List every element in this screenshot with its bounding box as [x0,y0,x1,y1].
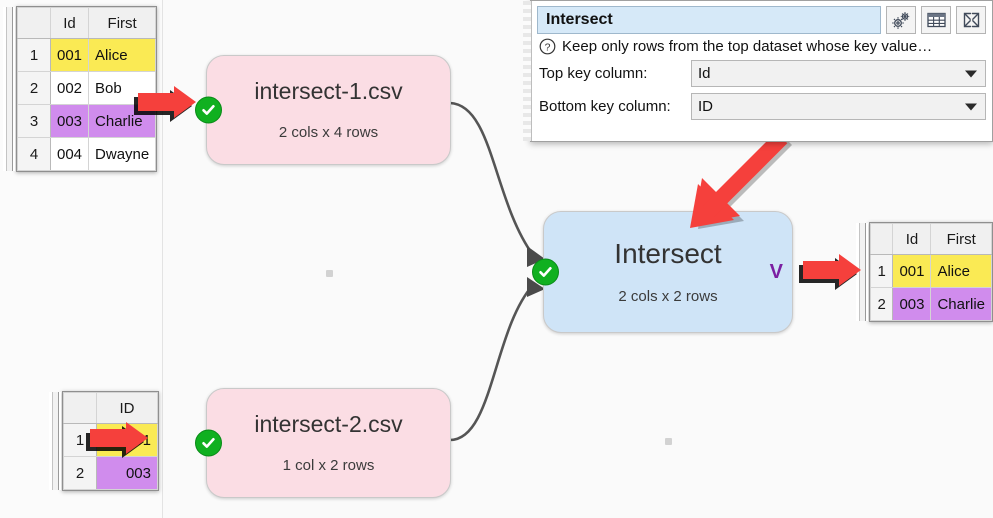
table-header-row: Id First [17,7,157,39]
row-number: 3 [17,104,51,138]
cell-id[interactable]: 003 [49,104,90,138]
bottom-key-column-select[interactable]: ID [691,93,986,120]
bottom-key-column-value: ID [698,98,713,115]
annotation-arrow-bottom-input [84,418,166,466]
annotation-arrow-top-input [132,82,214,130]
column-header-id[interactable]: Id [49,7,90,39]
svg-text:?: ? [545,41,551,53]
canvas-grid-dot [665,438,672,445]
table-row[interactable]: 4 004 Dwayne [17,137,157,171]
top-key-column-value: Id [698,65,711,82]
annotation-arrow-to-intersect-node [678,136,808,236]
field-label: Top key column: [539,65,648,82]
cell-id[interactable]: 003 [892,287,932,321]
corner-cell [869,223,894,255]
cell-first[interactable]: Dwayne [88,137,157,171]
settings-gears-icon[interactable] [886,6,916,34]
cell-first[interactable]: Alice [930,254,992,288]
node-title: Intersect [614,237,722,269]
status-ok-icon [195,429,222,457]
row-number: 2 [869,287,894,321]
item-name-input[interactable]: Intersect [537,6,881,34]
table-view-icon[interactable] [921,6,951,34]
node-subtitle: 2 cols x 4 rows [278,123,379,141]
corner-cell [63,392,97,424]
table-row[interactable]: 2 003 [63,456,158,490]
table-header-row: ID [63,392,158,424]
table-row[interactable]: 2 002 Bob [17,71,157,105]
cell-id[interactable]: 001 [892,254,932,288]
help-question-icon[interactable]: ? [539,38,556,55]
node-title: intersect-1.csv [254,78,403,105]
table-scroll-gutter[interactable] [3,7,15,171]
field-bottom-key-column: Bottom key column: ID [531,90,992,123]
table-output[interactable]: Id First 1 001 Alice 2 003 Charlie [856,222,993,322]
node-intersect-2-csv[interactable]: intersect-2.csv 1 col x 2 rows [195,388,451,498]
node-intersect-1-csv[interactable]: intersect-1.csv 2 cols x 4 rows [195,55,451,165]
cell-id[interactable]: 002 [49,71,90,105]
column-header-id[interactable]: Id [892,223,932,255]
column-header-first[interactable]: First [930,223,992,255]
node-collapse-chevron-icon[interactable]: V [769,261,783,283]
node-title: intersect-2.csv [254,411,403,438]
canvas-grid-dot [326,270,333,277]
cell-id[interactable]: 003 [96,456,158,490]
cell-id[interactable]: 001 [49,38,90,72]
table-scroll-gutter[interactable] [49,392,61,490]
table-header-row: Id First [869,223,992,255]
node-intersect[interactable]: Intersect 2 cols x 2 rows V [532,211,793,333]
expand-icon[interactable] [956,6,986,34]
node-subtitle: 2 cols x 2 rows [618,288,718,306]
row-number: 1 [869,254,894,288]
corner-cell [17,7,51,39]
panel-left-edge [523,1,532,141]
panel-title-row: Intersect [531,1,992,37]
panel-help-row: ? Keep only rows from the top dataset wh… [531,37,992,57]
panel-help-text: Keep only rows from the top dataset whos… [562,38,933,55]
cell-first[interactable]: Charlie [930,287,992,321]
table-row[interactable]: 1 001 Alice [869,254,992,288]
cell-id[interactable]: 004 [49,137,90,171]
column-header-id[interactable]: ID [96,392,158,424]
cell-first[interactable]: Alice [88,38,157,72]
field-top-key-column: Top key column: Id [531,57,992,90]
status-ok-icon [195,96,222,124]
top-key-column-select[interactable]: Id [691,60,986,87]
status-ok-icon [532,258,559,286]
row-number: 1 [17,38,51,72]
properties-panel: Intersect [523,0,993,142]
table-scroll-gutter[interactable] [856,223,868,321]
chevron-down-icon[interactable] [965,103,977,110]
table-input-top[interactable]: Id First 1 001 Alice 2 002 Bob 3 003 Cha… [3,6,158,172]
chevron-down-icon[interactable] [965,70,977,77]
row-number: 2 [17,71,51,105]
node-subtitle: 1 col x 2 rows [282,456,375,474]
field-label: Bottom key column: [539,98,671,115]
table-row[interactable]: 1 001 Alice [17,38,157,72]
row-number: 4 [17,137,51,171]
annotation-arrow-output [797,250,879,298]
table-row[interactable]: 2 003 Charlie [869,287,992,321]
column-header-first[interactable]: First [88,7,157,39]
row-number: 2 [63,456,97,490]
